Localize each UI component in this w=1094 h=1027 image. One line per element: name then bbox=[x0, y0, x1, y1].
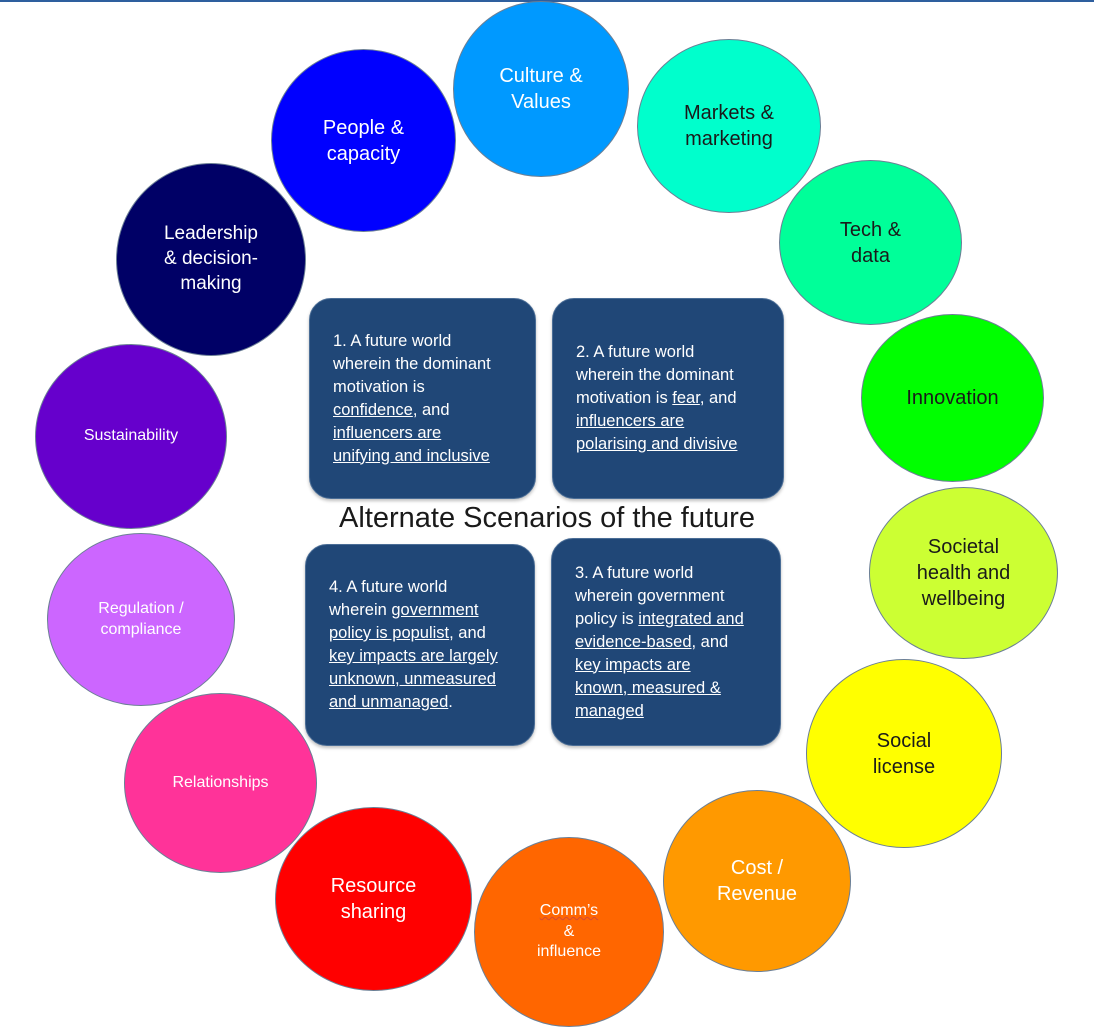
circle-innovation: Innovation bbox=[861, 314, 1044, 482]
circle-cost-revenue: Cost / Revenue bbox=[663, 790, 851, 972]
circle-label: Social license bbox=[872, 729, 936, 778]
circle-societal-health: Societal health and wellbeing bbox=[869, 487, 1058, 659]
circle-regulation-compliance: Regulation / compliance bbox=[47, 533, 235, 706]
circle-label: Relationships bbox=[172, 773, 269, 791]
circle-label: Leadership & decision- making bbox=[163, 223, 259, 294]
circle-sustainability: Sustainability bbox=[35, 344, 227, 529]
circle-label: Tech & data bbox=[839, 218, 902, 267]
scenario-1-text: 1. A future world wherein the dominant m… bbox=[333, 331, 491, 465]
circle-markets-marketing: Markets & marketing bbox=[637, 39, 821, 213]
circle-label: Resource sharing bbox=[330, 875, 417, 923]
circle-social-license: Social license bbox=[806, 659, 1002, 848]
comms-rest: & influence bbox=[536, 922, 602, 961]
circle-label: Culture & Values bbox=[499, 65, 583, 113]
circle-people-capacity: People & capacity bbox=[271, 49, 456, 232]
circle-resource-sharing: Resource sharing bbox=[275, 807, 472, 991]
scenario-2-text: 2. A future world wherein the dominant m… bbox=[576, 343, 738, 453]
circle-label: Sustainability bbox=[83, 427, 179, 445]
circle-label: Markets & marketing bbox=[683, 102, 775, 150]
scenario-box-4: 4. A future world wherein government pol… bbox=[305, 544, 535, 746]
scenario-3-text: 3. A future world wherein government pol… bbox=[575, 563, 744, 720]
circle-label: Regulation / compliance bbox=[98, 599, 184, 638]
circle-culture-values: Culture & Values bbox=[453, 1, 629, 177]
scenario-box-3: 3. A future world wherein government pol… bbox=[551, 538, 781, 746]
circle-label: People & capacity bbox=[322, 116, 405, 165]
circle-relationships: Relationships bbox=[124, 693, 317, 873]
circle-label: Innovation bbox=[906, 387, 999, 409]
scenario-4-text: 4. A future world wherein government pol… bbox=[329, 578, 498, 711]
diagram-title: Alternate Scenarios of the future bbox=[339, 502, 755, 534]
comms-word: Comm’s bbox=[539, 901, 599, 919]
circle-comms-influence: Comm’s & influence bbox=[474, 837, 664, 1027]
circle-label: Cost / Revenue bbox=[716, 857, 798, 905]
scenario-box-2: 2. A future world wherein the dominant m… bbox=[552, 298, 784, 499]
circle-leadership: Leadership & decision- making bbox=[116, 163, 306, 356]
circle-label: Societal health and wellbeing bbox=[916, 536, 1011, 610]
circle-tech-data: Tech & data bbox=[779, 160, 962, 325]
scenario-box-1: 1. A future world wherein the dominant m… bbox=[309, 298, 536, 499]
